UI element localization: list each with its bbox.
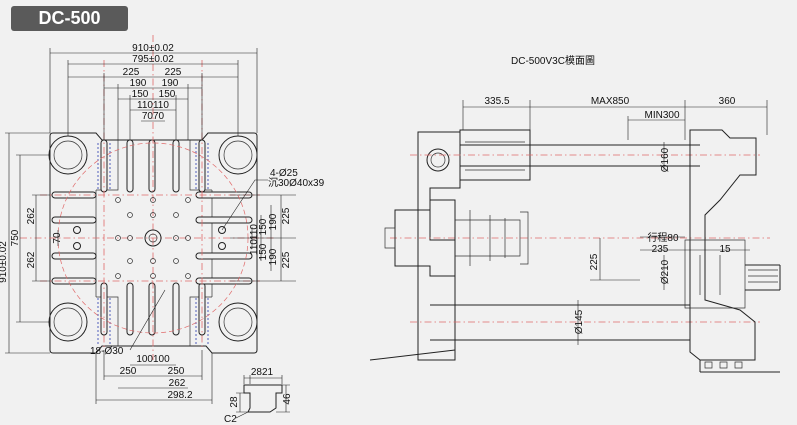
moving-platen (689, 129, 757, 361)
bottom-dimension-lines (95, 350, 213, 404)
dim-bottom-298: 298.2 (167, 390, 192, 401)
dim-phi160: Ø160 (660, 147, 671, 172)
dim-right-225-bottom: 225 (281, 251, 292, 268)
platen-front-view: 910±0.02 795±0.02 225 225 190 190 150 15… (0, 35, 325, 404)
dim-stroke: 行程80 (647, 231, 679, 244)
tie-bar-hole-top-right (218, 135, 258, 175)
dim-bottom-100100: 100100 (136, 354, 170, 365)
detail-chamfer-c2: C2 (224, 414, 237, 425)
t-slot-detail: 2821 28 46 C2 (224, 367, 293, 425)
dim-min300: MIN300 (644, 110, 679, 121)
dim-right-150-bottom: 150 (258, 243, 269, 260)
dim-right-190-top: 190 (268, 213, 279, 230)
dim-left-750: 750 (10, 229, 21, 246)
dim-150-left: 150 (132, 89, 149, 100)
central-bore (144, 229, 162, 247)
dim-phi145: Ø145 (574, 309, 585, 334)
dim-right-110-bottom: 110 (249, 239, 260, 255)
dim-225-side: 225 (589, 253, 600, 270)
top-dimension-lines (49, 48, 258, 140)
side-view: DC-500V3C模面圖 335.5 MAX850 360 MIN300 Ø16… (369, 55, 781, 373)
dim-335: 335.5 (484, 96, 509, 107)
dim-7070: 7070 (142, 111, 165, 122)
dim-910-top: 910±0.02 (132, 43, 174, 54)
detail-dim-2821: 2821 (251, 367, 274, 378)
dim-bottom-250-right: 250 (168, 366, 185, 377)
fixed-platen (417, 131, 461, 361)
note-4-phi25: 4-Ø25 (270, 168, 298, 179)
tie-bar-hole-top-left (48, 135, 88, 175)
locating-holes (73, 226, 226, 250)
dim-15: 15 (719, 244, 731, 255)
dim-235: 235 (652, 244, 669, 255)
dim-150-right: 150 (159, 89, 176, 100)
dim-left-262-bottom: 262 (26, 251, 37, 268)
dim-right-225-top: 225 (281, 207, 292, 224)
ejector-holes (115, 197, 191, 279)
dim-795-top: 795±0.02 (132, 54, 174, 65)
dim-190-left: 190 (130, 78, 147, 89)
right-dimension-lines (230, 194, 296, 282)
note-18-phi30: 18-Ø30 (90, 346, 124, 357)
tie-bar-upper (460, 144, 700, 167)
platen-outline (49, 132, 258, 354)
injection-unit (394, 199, 456, 277)
tie-bar-lower (430, 304, 690, 341)
dim-left-262-top: 262 (26, 207, 37, 224)
side-view-title: DC-500V3C模面圖 (511, 55, 595, 67)
model-badge: DC-500 (11, 6, 128, 31)
dim-phi210: Ø210 (660, 259, 671, 284)
dim-left-70: 70 (52, 232, 63, 244)
detail-dim-46: 46 (282, 393, 293, 405)
dim-110110: 110110 (137, 100, 169, 111)
dim-max850: MAX850 (591, 96, 630, 107)
dim-225-left: 225 (123, 67, 140, 78)
note-counterbore: 沉30Ø40x39 (268, 176, 325, 189)
dim-bottom-250-left: 250 (120, 366, 137, 377)
tie-bar-hole-bottom-left (48, 302, 88, 342)
left-dimension-lines (5, 132, 59, 354)
dim-bottom-262: 262 (169, 378, 186, 389)
dim-right-190-bottom: 190 (268, 248, 279, 265)
tie-bar-hole-bottom-right (218, 302, 258, 342)
dim-right-110-top: 110 (249, 224, 260, 240)
dim-190-right: 190 (162, 78, 179, 89)
detail-dim-28: 28 (229, 396, 240, 408)
dim-225-right: 225 (165, 67, 182, 78)
dim-360: 360 (719, 96, 736, 107)
dim-left-910: 910±0.02 (0, 241, 9, 283)
dim-right-150-top: 150 (258, 218, 269, 235)
